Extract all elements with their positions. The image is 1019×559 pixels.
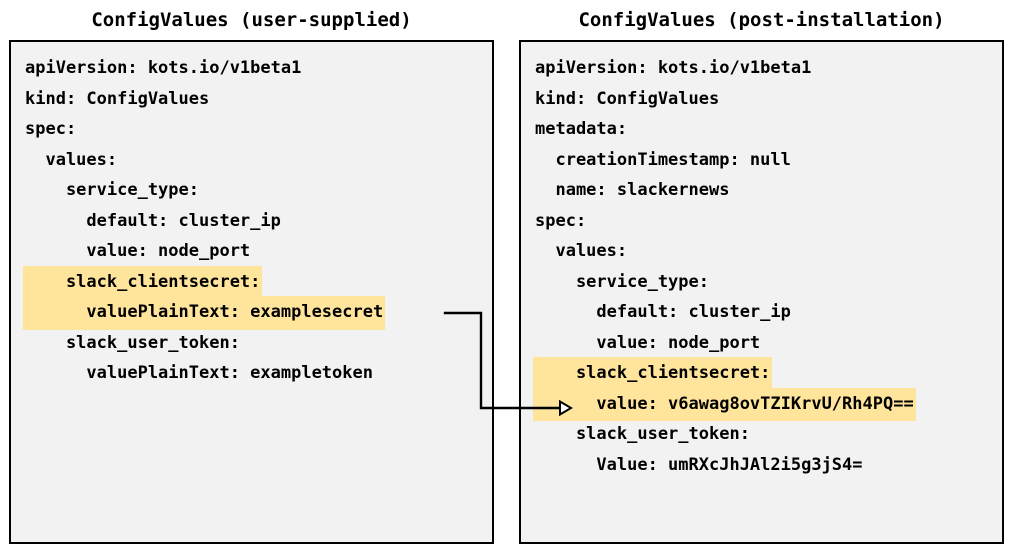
code-line: name: slackernews: [521, 174, 1002, 205]
code-line-text: value: node_port: [25, 241, 251, 261]
panel-title-post-installation: ConfigValues (post-installation): [578, 9, 945, 31]
code-line-text: slack_clientsecret:: [533, 357, 773, 391]
code-line-text: metadata:: [535, 119, 628, 139]
code-line: creationTimestamp: null: [521, 144, 1002, 175]
code-line: slack_clientsecret:: [521, 357, 1002, 391]
code-line: service_type:: [521, 266, 1002, 297]
code-line: value: v6awag8ovTZIKrvU/Rh4PQ==: [521, 387, 1002, 421]
code-line-text: spec:: [535, 210, 587, 231]
panel-title-user-supplied: ConfigValues (user-supplied): [91, 9, 412, 31]
code-line: valuePlainText: exampletoken: [11, 357, 492, 388]
code-line-text: values:: [25, 149, 118, 170]
code-line: apiVersion: kots.io/v1beta1: [521, 52, 1002, 83]
code-line: value: node_port: [11, 235, 492, 266]
code-line-text: apiVersion: kots.io/v1beta1: [25, 58, 302, 78]
code-line: values:: [521, 235, 1002, 266]
code-line-text: service_type:: [535, 271, 709, 292]
code-line: slack_user_token:: [11, 327, 492, 358]
code-line-text: value: v6awag8ovTZIKrvU/Rh4PQ==: [533, 387, 916, 421]
code-line: spec:: [521, 205, 1002, 236]
code-line-text: value: node_port: [535, 332, 761, 353]
code-line: spec:: [11, 113, 492, 144]
code-line: valuePlainText: examplesecret: [11, 296, 492, 330]
code-line: apiVersion: kots.io/v1beta1: [11, 52, 492, 83]
code-line-text: creationTimestamp: null: [535, 149, 791, 170]
code-line-text: kind: ConfigValues: [25, 88, 210, 109]
code-line-text: slack_user_token:: [535, 424, 750, 444]
code-line: kind: ConfigValues: [521, 83, 1002, 114]
code-line-text: service_type:: [25, 180, 199, 200]
code-line-text: values:: [535, 241, 628, 261]
panel-post-installation: apiVersion: kots.io/v1beta1 kind: ConfigV…: [519, 40, 1004, 544]
code-line: kind: ConfigValues: [11, 83, 492, 114]
code-line: Value: umRXcJhJAl2i5g3jS4=: [521, 449, 1002, 480]
code-line-text: default: cluster_ip: [25, 210, 281, 231]
code-line-text: default: cluster_ip: [535, 302, 791, 322]
code-block-user-supplied: apiVersion: kots.io/v1beta1 kind: ConfigV…: [11, 52, 492, 388]
code-line-text: valuePlainText: examplesecret: [23, 296, 386, 330]
code-line-text: Value: umRXcJhJAl2i5g3jS4=: [535, 454, 863, 475]
code-line-text: slack_user_token:: [25, 332, 240, 353]
panel-user-supplied: apiVersion: kots.io/v1beta1 kind: ConfigV…: [9, 40, 494, 544]
code-line-text: kind: ConfigValues: [535, 88, 720, 109]
code-line: slack_user_token:: [521, 418, 1002, 449]
code-line: value: node_port: [521, 327, 1002, 358]
code-line: values:: [11, 144, 492, 175]
code-line-text: slack_clientsecret:: [23, 265, 263, 299]
code-line: slack_clientsecret:: [11, 265, 492, 299]
code-line-text: name: slackernews: [535, 180, 730, 200]
code-block-post-installation: apiVersion: kots.io/v1beta1 kind: ConfigV…: [521, 52, 1002, 479]
code-line: default: cluster_ip: [11, 205, 492, 236]
code-line: default: cluster_ip: [521, 296, 1002, 327]
code-line-text: apiVersion: kots.io/v1beta1: [535, 58, 812, 78]
code-line: metadata:: [521, 113, 1002, 144]
code-line-text: valuePlainText: exampletoken: [25, 363, 373, 383]
code-line: service_type:: [11, 174, 492, 205]
code-line-text: spec:: [25, 119, 77, 139]
